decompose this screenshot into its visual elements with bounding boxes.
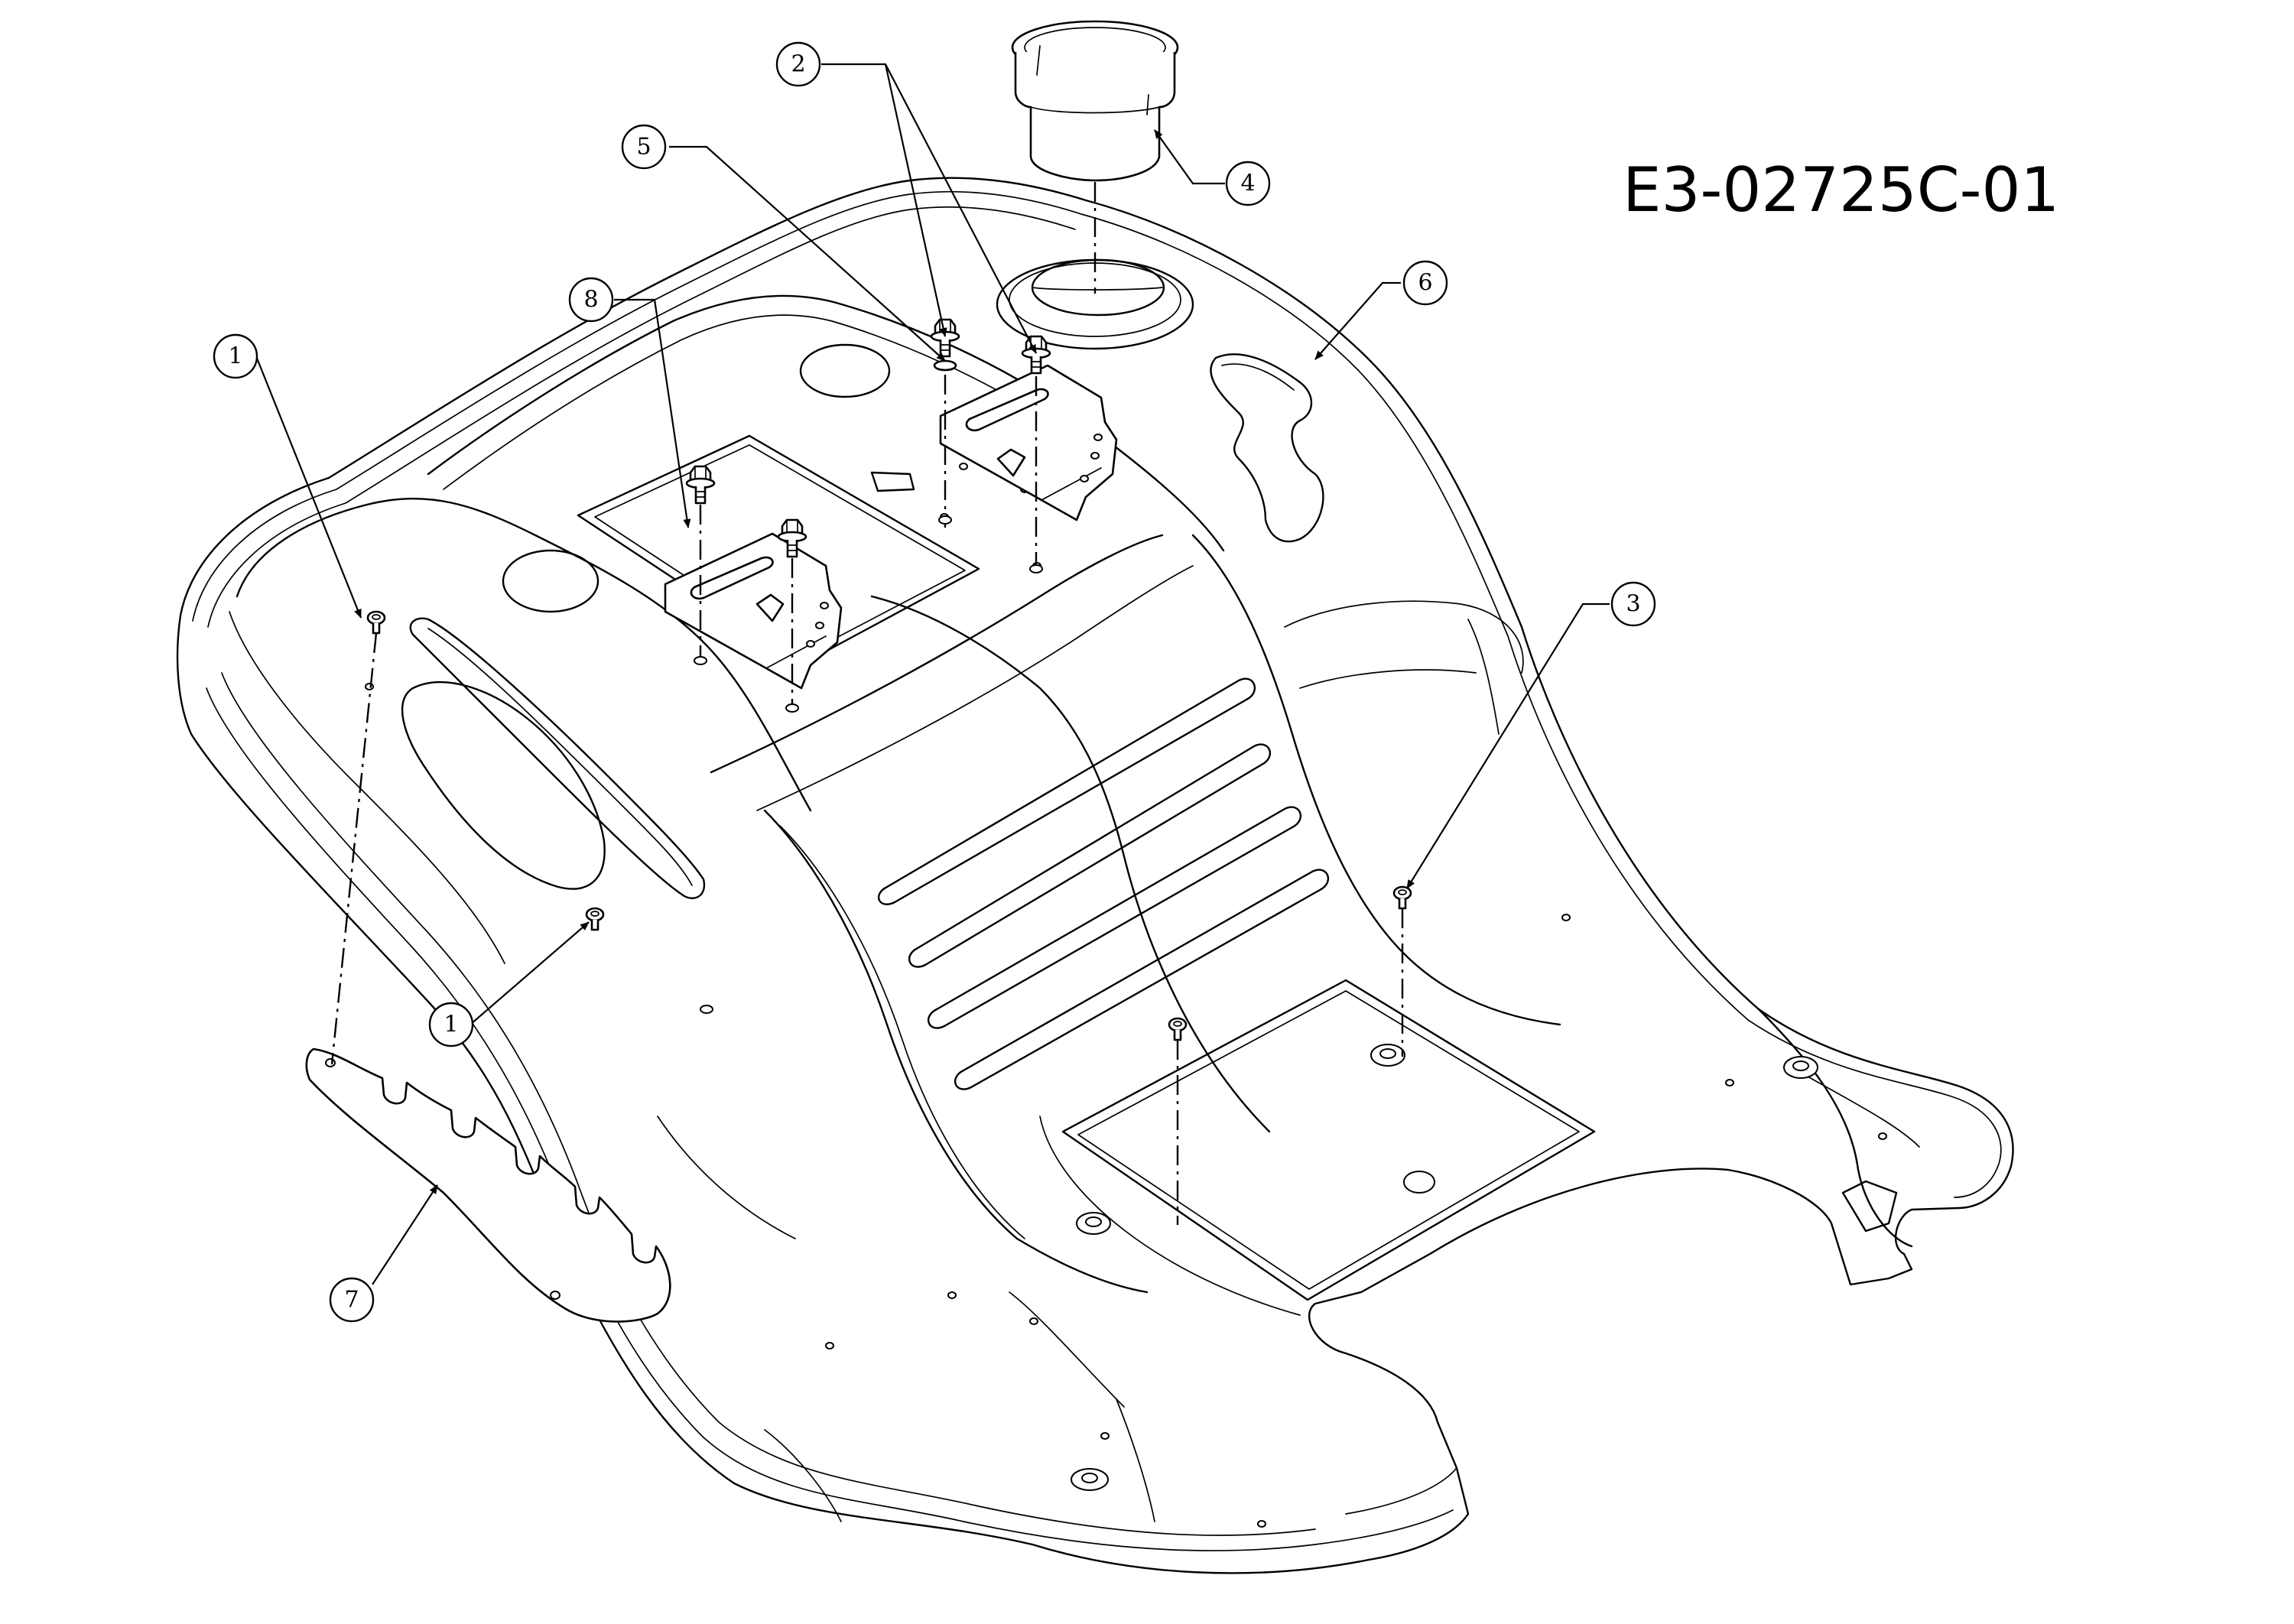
bolt-2a xyxy=(930,318,960,358)
callout-6-label: 6 xyxy=(1418,270,1432,297)
callout-5-label: 5 xyxy=(636,134,651,161)
drawing-number: E3-02725C-01 xyxy=(1623,154,2059,226)
callout-4-label: 4 xyxy=(1240,171,1255,197)
callout-7: 7 xyxy=(329,1277,375,1323)
cup-holder-part xyxy=(1011,20,1179,182)
callout-8: 8 xyxy=(568,277,614,323)
bolt-8a xyxy=(685,465,716,505)
callout-1-upper: 1 xyxy=(213,333,258,379)
callout-8-label: 8 xyxy=(583,287,598,313)
callout-3-label: 3 xyxy=(1626,591,1640,618)
callout-3: 3 xyxy=(1610,581,1656,627)
leader-lines xyxy=(255,63,1610,1285)
bolt-3b xyxy=(1168,1017,1188,1041)
washer-2 xyxy=(933,359,957,372)
bolt-3a xyxy=(1392,885,1412,910)
assembly-lines xyxy=(330,182,1404,1225)
callout-2: 2 xyxy=(775,41,821,87)
callout-5: 5 xyxy=(621,124,667,170)
seat-bracket-lower xyxy=(664,532,843,690)
rear-fender-body xyxy=(176,177,2014,1574)
seat-bracket-upper xyxy=(939,364,1118,521)
screw-1a xyxy=(366,610,386,635)
callout-1-upper-label: 1 xyxy=(228,343,242,370)
callout-6: 6 xyxy=(1402,260,1448,306)
callout-1-lower-label: 1 xyxy=(444,1012,458,1038)
callout-1-lower: 1 xyxy=(428,1002,474,1047)
callout-2-label: 2 xyxy=(791,51,805,78)
callout-4: 4 xyxy=(1225,161,1271,206)
adjuster-strip xyxy=(305,1047,671,1323)
callout-7-label: 7 xyxy=(344,1287,359,1314)
screw-1b xyxy=(585,907,605,931)
